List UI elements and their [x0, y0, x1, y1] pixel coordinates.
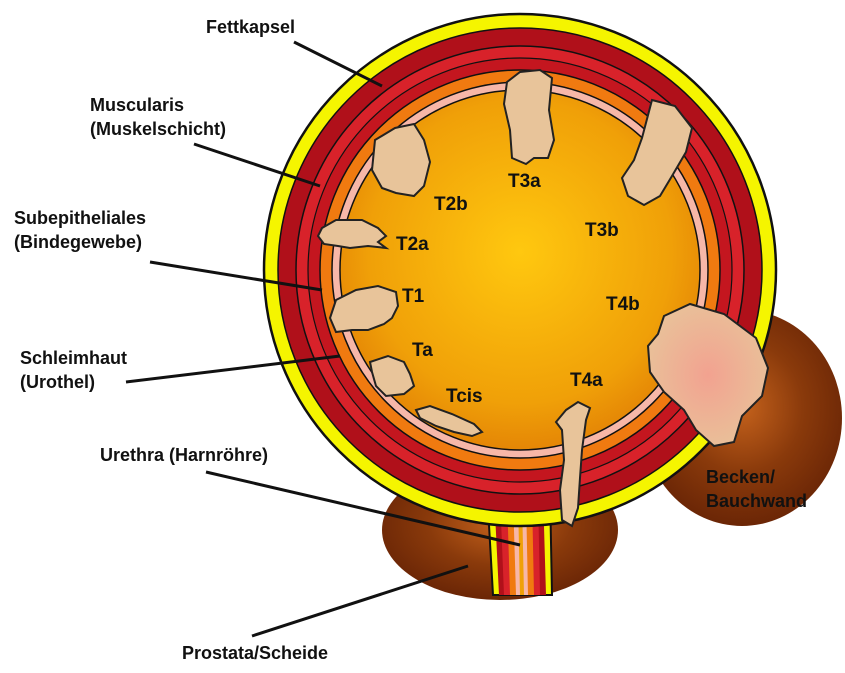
label-subepithel-1: Subepitheliales: [14, 208, 146, 228]
label-schleimhaut-1: Schleimhaut: [20, 348, 127, 368]
label-muscularis-1: Muscularis: [90, 95, 184, 115]
label-becken-2: Bauchwand: [706, 491, 807, 511]
stage-t1: T1: [402, 286, 425, 307]
tumor-t3a: [504, 70, 554, 164]
label-schleimhaut-2: (Urothel): [20, 372, 95, 392]
label-subepithel-2: (Bindegewebe): [14, 232, 142, 252]
label-becken-1: Becken/: [706, 467, 775, 487]
pointer-prostata: [252, 566, 468, 636]
stage-t2a: T2a: [396, 234, 429, 255]
label-fettkapsel: Fettkapsel: [206, 17, 295, 37]
label-prostata: Prostata/Scheide: [182, 643, 328, 663]
stage-tcis: Tcis: [446, 386, 483, 407]
stage-t3a: T3a: [508, 171, 541, 192]
stage-t4a: T4a: [570, 370, 603, 391]
stage-t2b: T2b: [434, 194, 468, 215]
label-muscularis-2: (Muskelschicht): [90, 119, 226, 139]
stage-t4b: T4b: [606, 294, 640, 315]
label-urethra: Urethra (Harnröhre): [100, 445, 268, 465]
stage-t3b: T3b: [585, 220, 619, 241]
stage-ta: Ta: [412, 340, 433, 361]
